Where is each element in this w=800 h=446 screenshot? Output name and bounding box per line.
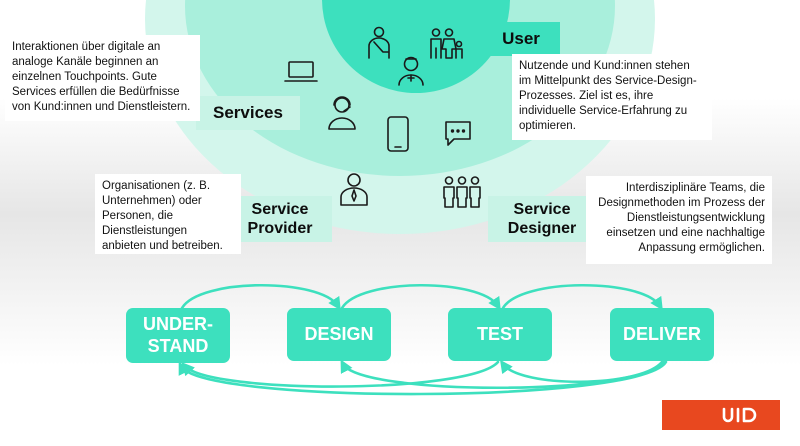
- service-provider-label: Service Provider: [228, 196, 332, 242]
- services-description: Interaktionen über digitale an analoge K…: [5, 35, 200, 121]
- laptop-icon: [284, 61, 318, 82]
- phase-understand: UNDER- STAND: [126, 308, 230, 363]
- uid-logo: [662, 400, 780, 430]
- phase-deliver: DELIVER: [610, 308, 714, 361]
- user-description: Nutzende und Kund:innen stehen im Mittel…: [512, 54, 712, 140]
- arrow-deliver-to-understand: [178, 360, 668, 396]
- service-designer-label: Service Designer: [488, 196, 596, 242]
- smartphone-icon: [387, 116, 409, 152]
- services-label: Services: [196, 96, 300, 130]
- arrow-deliver-to-test: [499, 359, 664, 384]
- user-label: User: [482, 22, 560, 56]
- arrow-deliver-to-design: [340, 359, 666, 390]
- arrow-understand-to-design: [180, 283, 341, 311]
- phase-design: DESIGN: [287, 308, 391, 361]
- arrow-test-to-understand: [181, 360, 500, 388]
- arrow-test-to-deliver: [501, 283, 663, 311]
- chat-bubble-icon: [445, 121, 471, 146]
- team-icon: [443, 176, 481, 208]
- injured-person-icon: [368, 26, 390, 59]
- headset-person-icon: [328, 96, 356, 130]
- phase-test: TEST: [448, 308, 552, 361]
- service-designer-description: Interdisziplinäre Teams, die Designmetho…: [586, 176, 772, 264]
- businessman-icon: [340, 173, 368, 206]
- family-icon: [430, 28, 463, 59]
- arrow-design-to-test: [340, 283, 501, 311]
- service-provider-description: Organisationen (z. B. Unternehmen) oder …: [95, 174, 241, 254]
- doctor-icon: [398, 56, 424, 86]
